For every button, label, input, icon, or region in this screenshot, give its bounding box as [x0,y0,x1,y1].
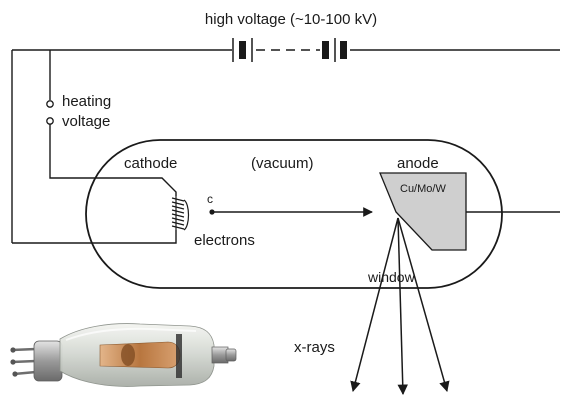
wire-heating-bottom [49,123,177,196]
c-label: c [207,192,213,206]
anode-label: anode [397,155,439,172]
xray-ray-right [397,217,450,393]
battery-symbol [232,38,347,62]
circuit-wires [11,49,560,244]
xrays-label: x-rays [294,339,335,356]
window-label: window [367,269,416,285]
electrons-label: electrons [194,232,255,249]
anode-block [379,172,467,251]
heating-label: heating [62,93,111,110]
cathode-label: cathode [124,155,177,172]
tube-envelope [85,139,503,289]
high-voltage-label: high voltage (~10-100 kV) [205,11,377,28]
xray-rays [350,217,450,396]
xray-ray-left [350,217,399,393]
anode-material-label: Cu/Mo/W [400,183,446,195]
heating-contact-bottom [46,117,54,125]
heating-contact-top [46,100,54,108]
vacuum-label: (vacuum) [251,155,314,172]
cathode-filament [171,196,190,231]
voltage-label: voltage [62,113,110,130]
wire-bottom-cathode [12,230,177,244]
xray-tube-photo [10,323,237,387]
xray-ray-center [397,217,408,396]
